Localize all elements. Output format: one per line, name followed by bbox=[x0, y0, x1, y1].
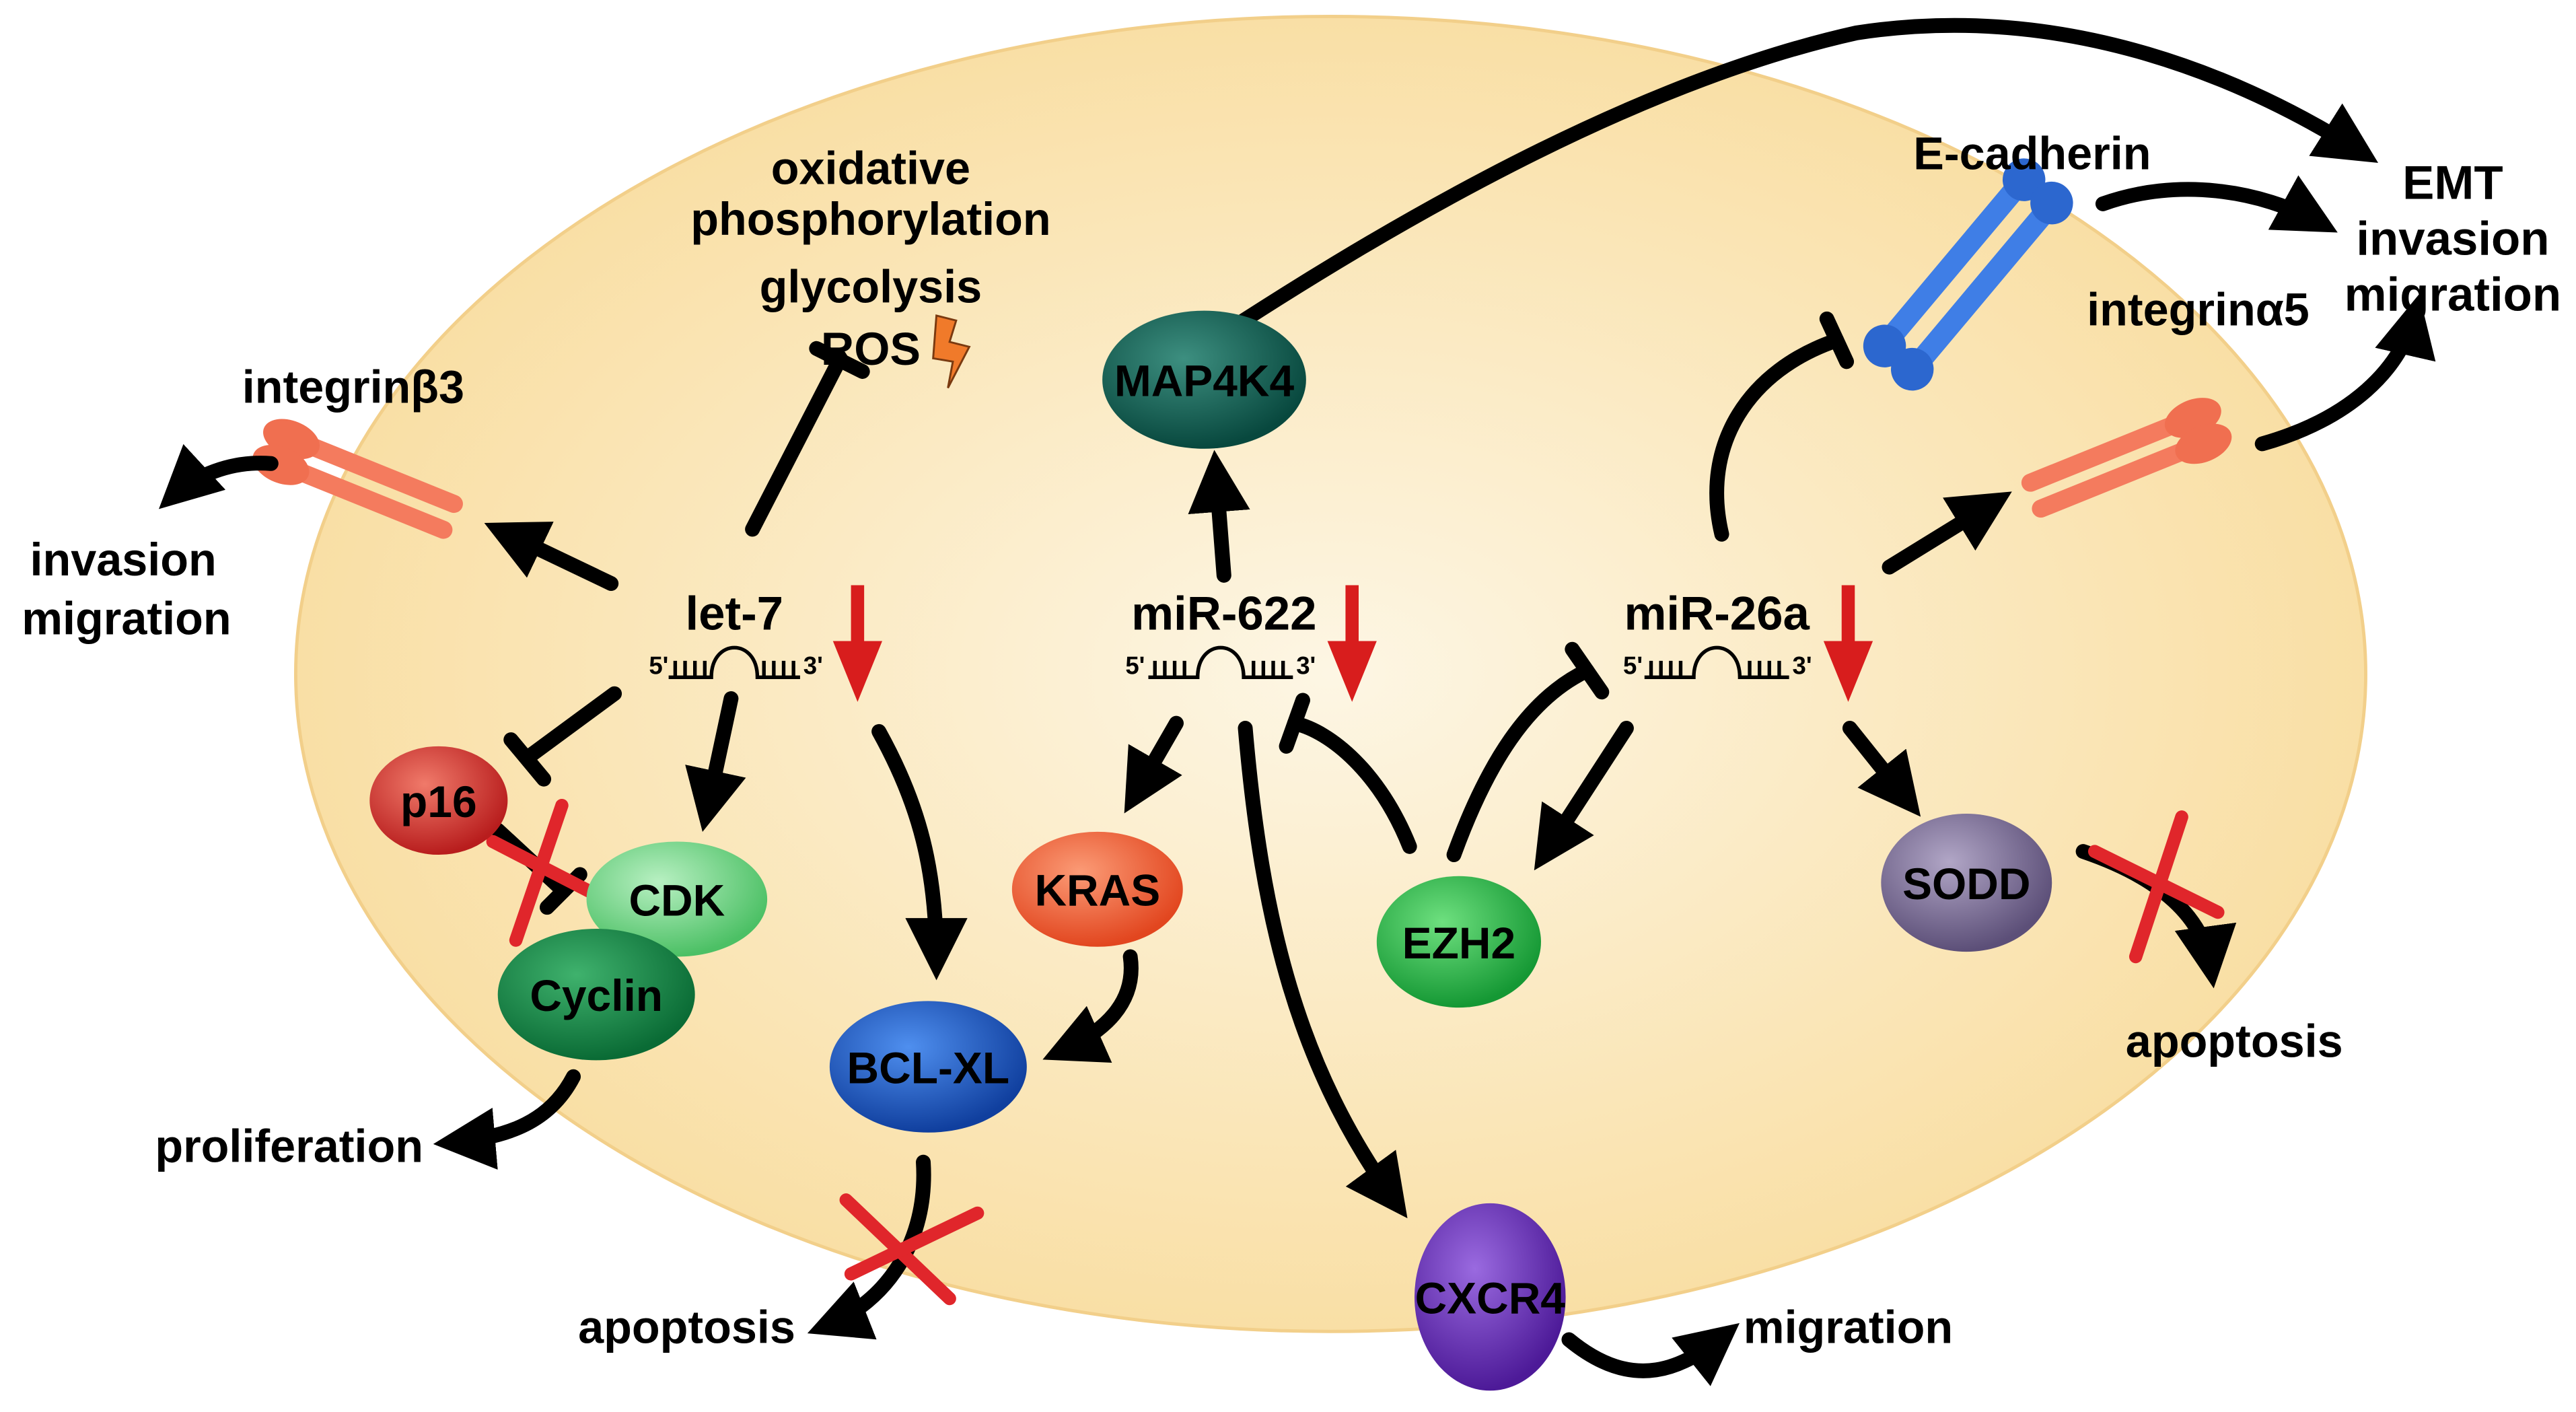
inhibit-let7-ros bbox=[745, 352, 847, 537]
label-e-cadherin: E-cadherin bbox=[1913, 129, 2151, 180]
svg-text:p16: p16 bbox=[400, 777, 477, 826]
inhibit-ezh2-mir26a bbox=[1446, 663, 1595, 863]
svg-text:miR-622: miR-622 bbox=[1131, 587, 1316, 640]
svg-text:BCL-XL: BCL-XL bbox=[847, 1043, 1010, 1093]
node-cxcr4: CXCR4 bbox=[1414, 1203, 1566, 1391]
edge-ecadherin-to-emt bbox=[2095, 175, 2338, 233]
svg-text:let-7: let-7 bbox=[685, 587, 783, 640]
svg-text:3': 3' bbox=[803, 651, 823, 679]
node-cyclin: Cyclin bbox=[497, 928, 695, 1061]
e-cadherin-receptor bbox=[1863, 158, 2073, 391]
edge-let7-to-cdk bbox=[685, 691, 746, 833]
svg-text:5': 5' bbox=[1125, 651, 1145, 679]
edge-let7-to-bclxl bbox=[871, 723, 968, 981]
blocked-sodd-apoptosis-x bbox=[2087, 810, 2225, 964]
label-emt: EMT bbox=[2402, 157, 2503, 210]
mirna-mir26a: miR-26a 5' 3' bbox=[1623, 585, 1873, 702]
edge-map4k4-to-emt bbox=[1236, 17, 2379, 328]
svg-text:CXCR4: CXCR4 bbox=[1415, 1273, 1566, 1322]
svg-text:3': 3' bbox=[1792, 651, 1812, 679]
mirna-let7: let-7 5' 3' bbox=[649, 585, 882, 702]
mirna-mir622: miR-622 5' 3' bbox=[1125, 585, 1377, 702]
edge-kras-to-bclxl bbox=[1042, 949, 1139, 1063]
edge-integrina5-to-emt bbox=[2254, 294, 2436, 452]
blocked-bclxl-apoptosis-x bbox=[839, 1193, 985, 1306]
node-ezh2: EZH2 bbox=[1376, 876, 1541, 1008]
svg-text:5': 5' bbox=[649, 651, 668, 679]
edge-cxcr4-to-migration bbox=[1561, 1322, 1740, 1386]
svg-text:5': 5' bbox=[1623, 651, 1643, 679]
stem-loop-icon bbox=[668, 645, 800, 679]
node-map4k4: MAP4K4 bbox=[1102, 310, 1306, 449]
label-invasion-left: invasion bbox=[30, 534, 216, 586]
label-proliferation: proliferation bbox=[155, 1121, 423, 1172]
edge-bclxl-to-apoptosis bbox=[807, 1154, 931, 1340]
svg-text:3': 3' bbox=[1296, 651, 1316, 679]
label-migration-bottom: migration bbox=[1744, 1302, 1953, 1353]
label-ros: ROS bbox=[821, 324, 921, 375]
node-kras: KRAS bbox=[1011, 831, 1183, 947]
svg-text:miR-26a: miR-26a bbox=[1624, 587, 1810, 640]
svg-text:MAP4K4: MAP4K4 bbox=[1114, 356, 1295, 406]
label-glycolysis: glycolysis bbox=[760, 261, 982, 312]
label-integrin-beta3: integrinβ3 bbox=[242, 361, 464, 413]
stem-loop-icon bbox=[1644, 645, 1789, 679]
edge-mir622-to-map4k4 bbox=[1188, 450, 1250, 583]
svg-text:KRAS: KRAS bbox=[1034, 866, 1160, 915]
svg-text:Cyclin: Cyclin bbox=[530, 970, 663, 1020]
downregulated-arrow-icon bbox=[1823, 585, 1873, 702]
edge-integrinb3-to-invasion bbox=[158, 444, 279, 509]
inhibit-let7-p16 bbox=[520, 686, 622, 765]
integrin-beta3-receptor bbox=[252, 419, 463, 539]
integrin-alpha5-receptor bbox=[2021, 398, 2232, 518]
svg-text:SODD: SODD bbox=[1902, 859, 2030, 909]
edge-let7-to-integrinb3 bbox=[484, 522, 619, 592]
label-apoptosis-right: apoptosis bbox=[2126, 1016, 2343, 1067]
downregulated-arrow-icon bbox=[1327, 585, 1377, 702]
node-bclxl: BCL-XL bbox=[829, 1001, 1027, 1133]
svg-text:EZH2: EZH2 bbox=[1402, 918, 1515, 968]
edge-cyclin-to-proliferation bbox=[433, 1069, 581, 1170]
label-oxidative: oxidative bbox=[771, 143, 970, 195]
svg-text:CDK: CDK bbox=[629, 875, 725, 925]
node-sodd: SODD bbox=[1881, 813, 2052, 952]
label-emt-migration: migration bbox=[2345, 269, 2561, 322]
node-p16: p16 bbox=[369, 746, 508, 855]
edge-mir26a-to-sodd bbox=[1842, 720, 1921, 817]
label-migration-left: migration bbox=[22, 594, 231, 645]
downregulated-arrow-icon bbox=[832, 585, 882, 702]
label-apoptosis-bottom: apoptosis bbox=[578, 1302, 795, 1353]
ros-lightning-icon bbox=[932, 314, 971, 389]
label-phosphorylation: phosphorylation bbox=[690, 194, 1050, 245]
edges bbox=[158, 17, 2436, 1386]
edge-mir622-to-cxcr4 bbox=[1238, 720, 1408, 1219]
node-cdk: CDK bbox=[586, 841, 768, 957]
edge-mir26a-to-integrina5 bbox=[1882, 491, 2012, 575]
edge-mir26a-to-ezh2 bbox=[1534, 720, 1634, 871]
stem-loop-icon bbox=[1148, 645, 1293, 679]
label-integrin-alpha5: integrinα5 bbox=[2087, 285, 2310, 336]
inhibit-ezh2-mir622 bbox=[1287, 715, 1417, 854]
inhibit-mir26a-ecadherin bbox=[1709, 332, 1845, 542]
edge-mir622-to-kras bbox=[1124, 715, 1184, 814]
label-emt-invasion: invasion bbox=[2356, 213, 2549, 266]
